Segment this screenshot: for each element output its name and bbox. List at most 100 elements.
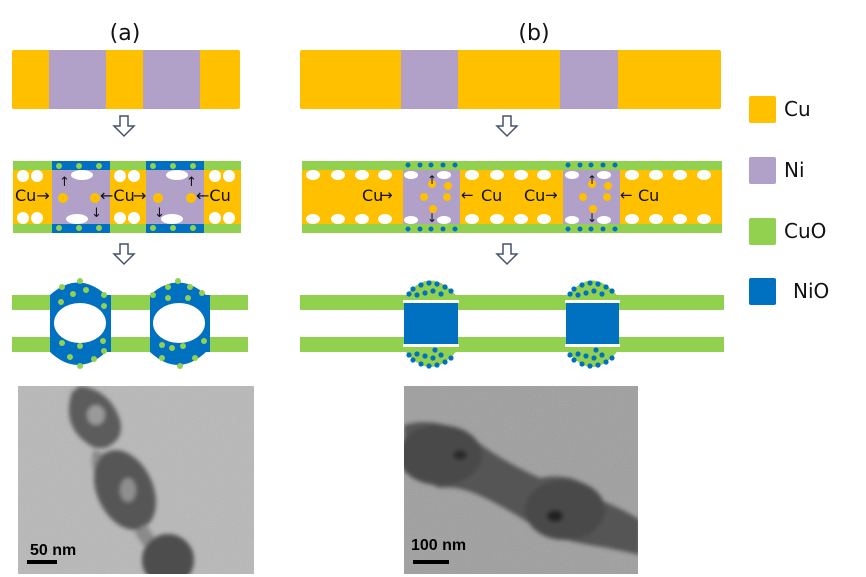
nio-dot: [577, 226, 583, 232]
legend-swatch: [749, 277, 776, 305]
void-dot: [697, 214, 711, 224]
void-dot: [114, 212, 126, 224]
nio-dot: [579, 282, 585, 288]
void-dot: [673, 170, 687, 180]
cuo-strip-top: [300, 295, 724, 310]
legend-label: CuO: [784, 219, 827, 243]
down-arrow-icon: ↓: [587, 211, 597, 225]
panel-b-final-wire: [300, 280, 724, 369]
nio-dot: [414, 351, 420, 357]
down-arrow-icon: ↓: [91, 206, 102, 221]
void-dot: [306, 170, 320, 180]
cuo-dot: [169, 345, 175, 351]
cuo-dot: [175, 278, 181, 284]
panel-label-b: (b): [518, 21, 549, 46]
cu-atom: [428, 180, 436, 188]
void-dot: [31, 212, 43, 224]
void-dot: [625, 214, 639, 224]
down-arrow-icon: [112, 243, 136, 266]
scale-bar: [413, 560, 449, 564]
up-arrow-icon: ↑: [427, 173, 437, 187]
nio-dot: [442, 359, 448, 365]
panel-a-intermediate-wire: Cu→ ←Cu → ←Cu ↑ ↓ ↓ ↑: [13, 161, 241, 233]
void-dot: [437, 171, 451, 179]
cuo-dot: [56, 163, 62, 169]
cuo-dot: [96, 225, 102, 231]
dot-group: [17, 163, 235, 231]
cuo-strip-bottom: [300, 337, 724, 352]
cuo-shell-bottom: [302, 224, 722, 233]
void-dot: [465, 214, 479, 224]
void-dot: [223, 212, 235, 224]
ni-segment: [560, 50, 618, 109]
void-dot: [697, 170, 711, 180]
cu-atom: [604, 182, 612, 190]
cuo-dot: [67, 354, 73, 360]
void-dot: [161, 214, 183, 224]
cuo-dot: [100, 338, 106, 344]
legend-label: Cu: [784, 97, 811, 121]
cu-atom: [589, 205, 597, 213]
void-dot: [306, 214, 320, 224]
panel-label-a: (a): [110, 21, 141, 46]
tem-image-b: [404, 386, 638, 574]
void-dot: [17, 170, 29, 182]
nio-dot: [442, 284, 448, 290]
cuo-dot: [76, 225, 82, 231]
legend-swatch: [749, 217, 776, 245]
nio-dot: [430, 288, 436, 294]
void-dot: [71, 170, 93, 180]
cuo-dot: [96, 163, 102, 169]
cu-label: ←Cu: [196, 186, 231, 205]
nio-dot: [588, 162, 594, 168]
left-arrow-icon: ←: [620, 186, 633, 204]
void-dot: [437, 216, 451, 224]
nio-dot: [417, 226, 423, 232]
nio-dot: [448, 288, 454, 294]
nio-dot: [422, 353, 428, 359]
nio-dot: [612, 162, 618, 168]
nio-dot: [575, 351, 581, 357]
nio-dot: [432, 347, 438, 353]
cuo-dot: [185, 295, 191, 301]
cuo-dot: [159, 355, 165, 361]
cuo-strip-bottom: [12, 337, 248, 352]
nio-dot: [600, 226, 606, 232]
ni-segment: [49, 50, 106, 109]
cuo-dot: [83, 287, 89, 293]
cu-label: Cu: [481, 186, 502, 205]
nio-dot: [588, 226, 594, 232]
dot-group: [306, 162, 711, 232]
nio-dot: [571, 357, 577, 363]
void-dot: [223, 170, 235, 182]
nio-dot-group: [406, 280, 615, 369]
cu-atom: [90, 193, 100, 203]
void-dot: [565, 216, 579, 224]
nio-dot: [603, 359, 609, 365]
legend-swatch: [749, 95, 776, 123]
cuo-dot: [101, 292, 107, 298]
cuo-shell-bottom: [13, 224, 241, 233]
void: [153, 303, 205, 343]
nio-dot: [428, 162, 434, 168]
void-dot: [490, 170, 504, 180]
void-dot: [355, 170, 369, 180]
nio-dot: [414, 292, 420, 298]
legend-item-ni: Ni: [749, 155, 805, 185]
nio-dot: [595, 281, 601, 287]
gap: [565, 344, 620, 347]
panel-a-initial-wire: [12, 50, 240, 109]
down-arrow-icon: [112, 115, 136, 138]
cuo-dot: [177, 363, 183, 369]
nio-dot: [575, 292, 581, 298]
cuo-dot: [77, 343, 83, 349]
nio-dot: [440, 162, 446, 168]
scale-bar-label: 50 nm: [30, 542, 76, 559]
cu-segment: [12, 50, 240, 109]
void-dot: [514, 214, 528, 224]
nio-dot: [583, 353, 589, 359]
legend-label: Ni: [784, 158, 805, 182]
cuo-dot: [187, 284, 193, 290]
nio-dot: [452, 162, 458, 168]
